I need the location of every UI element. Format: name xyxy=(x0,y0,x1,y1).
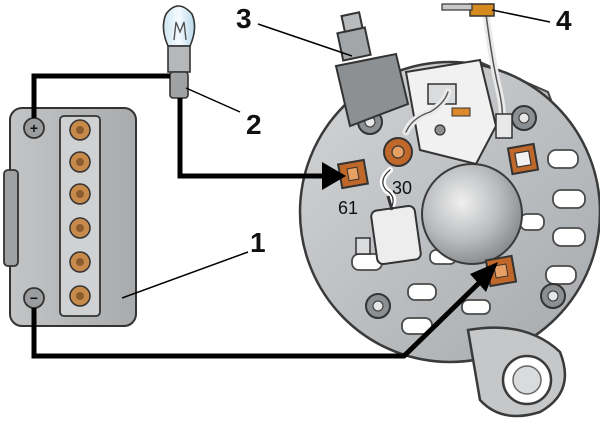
terminal-30-nut-icon xyxy=(391,145,405,159)
vent-slot xyxy=(519,213,545,231)
callout-4: 4 xyxy=(556,5,572,36)
lamp-bulb-icon xyxy=(162,5,196,47)
battery-cap-strip xyxy=(59,115,101,317)
vent-slot xyxy=(407,283,437,301)
voltage-regulator xyxy=(334,11,410,128)
capacitor-body xyxy=(370,204,422,266)
brush-terminal xyxy=(506,142,540,176)
brush-holder-plate xyxy=(404,58,498,166)
leader-lines xyxy=(121,9,551,299)
battery-side-handle xyxy=(3,169,19,267)
callout-2: 2 xyxy=(246,109,262,140)
terminal-61 xyxy=(336,158,370,190)
positive-sign: + xyxy=(30,120,38,136)
leader-2 xyxy=(185,87,241,113)
negative-sign: − xyxy=(30,290,38,306)
arrow-to-ground-icon xyxy=(470,262,498,292)
wires xyxy=(31,73,482,359)
ventilation-slots xyxy=(351,149,586,335)
lamp-filament-icon xyxy=(173,21,187,41)
battery-cell-caps xyxy=(69,119,91,307)
leader-4 xyxy=(491,9,551,23)
plug-connector-head xyxy=(469,3,495,17)
bearing-cap xyxy=(421,163,523,265)
vent-slot xyxy=(552,189,586,209)
label-terminal-30: 30 xyxy=(392,178,412,198)
terminal-30-eye-outline xyxy=(382,169,394,207)
plug-connector-blade xyxy=(441,3,473,11)
cell-cap-icon xyxy=(69,251,91,273)
brush-contact-icon xyxy=(451,107,471,117)
lamp-holder xyxy=(169,71,189,99)
bolt-icon xyxy=(365,293,391,319)
terminal-30 xyxy=(379,88,452,209)
regulator-nozzle-tip xyxy=(340,11,364,33)
cell-cap-icon xyxy=(69,285,91,307)
cell-cap-icon xyxy=(69,217,91,239)
brush-holder xyxy=(404,58,498,166)
vent-slot xyxy=(547,149,579,169)
brush-terminal-inner-icon xyxy=(514,150,532,168)
terminal-labels: 61 30 xyxy=(338,178,412,218)
terminal-30-wire-outline xyxy=(405,91,449,133)
plug-wire-sleeve xyxy=(495,113,513,139)
cell-cap-icon xyxy=(69,183,91,205)
mount-hole-inner-icon xyxy=(512,365,542,395)
cell-cap-icon xyxy=(69,119,91,141)
bolt-icon xyxy=(511,105,537,131)
control-lamp xyxy=(162,5,196,99)
ground-terminal xyxy=(484,254,518,288)
terminal-61-pin-icon xyxy=(346,166,360,182)
callouts: 1 2 3 4 xyxy=(236,3,572,258)
ground-terminal-pin-icon xyxy=(493,263,509,279)
wire-battery-to-ground xyxy=(31,280,482,359)
lamp-base xyxy=(167,45,191,73)
wire-lamp-to-terminal-61 xyxy=(177,98,326,179)
leader-3 xyxy=(257,23,353,57)
regulator-nozzle xyxy=(336,26,372,62)
wire-battery-to-lamp xyxy=(31,73,170,118)
arrow-to-terminal-61-icon xyxy=(322,162,346,190)
capacitor-lead xyxy=(386,195,394,211)
leader-1 xyxy=(121,251,249,299)
cell-cap-icon xyxy=(69,151,91,173)
vent-slot xyxy=(552,227,586,247)
alternator xyxy=(298,3,600,418)
capacitor xyxy=(355,195,422,266)
callout-3: 3 xyxy=(236,3,252,34)
callout-1: 1 xyxy=(250,227,266,258)
vent-slot xyxy=(461,299,491,315)
plug-connector xyxy=(441,3,495,17)
vent-slot xyxy=(545,265,577,285)
label-terminal-61: 61 xyxy=(338,198,358,218)
brush-screw-icon xyxy=(434,124,446,136)
bolt-icon xyxy=(540,283,566,309)
battery: + − xyxy=(3,107,137,327)
regulator-body xyxy=(334,52,410,128)
capacitor-mount xyxy=(355,237,371,255)
